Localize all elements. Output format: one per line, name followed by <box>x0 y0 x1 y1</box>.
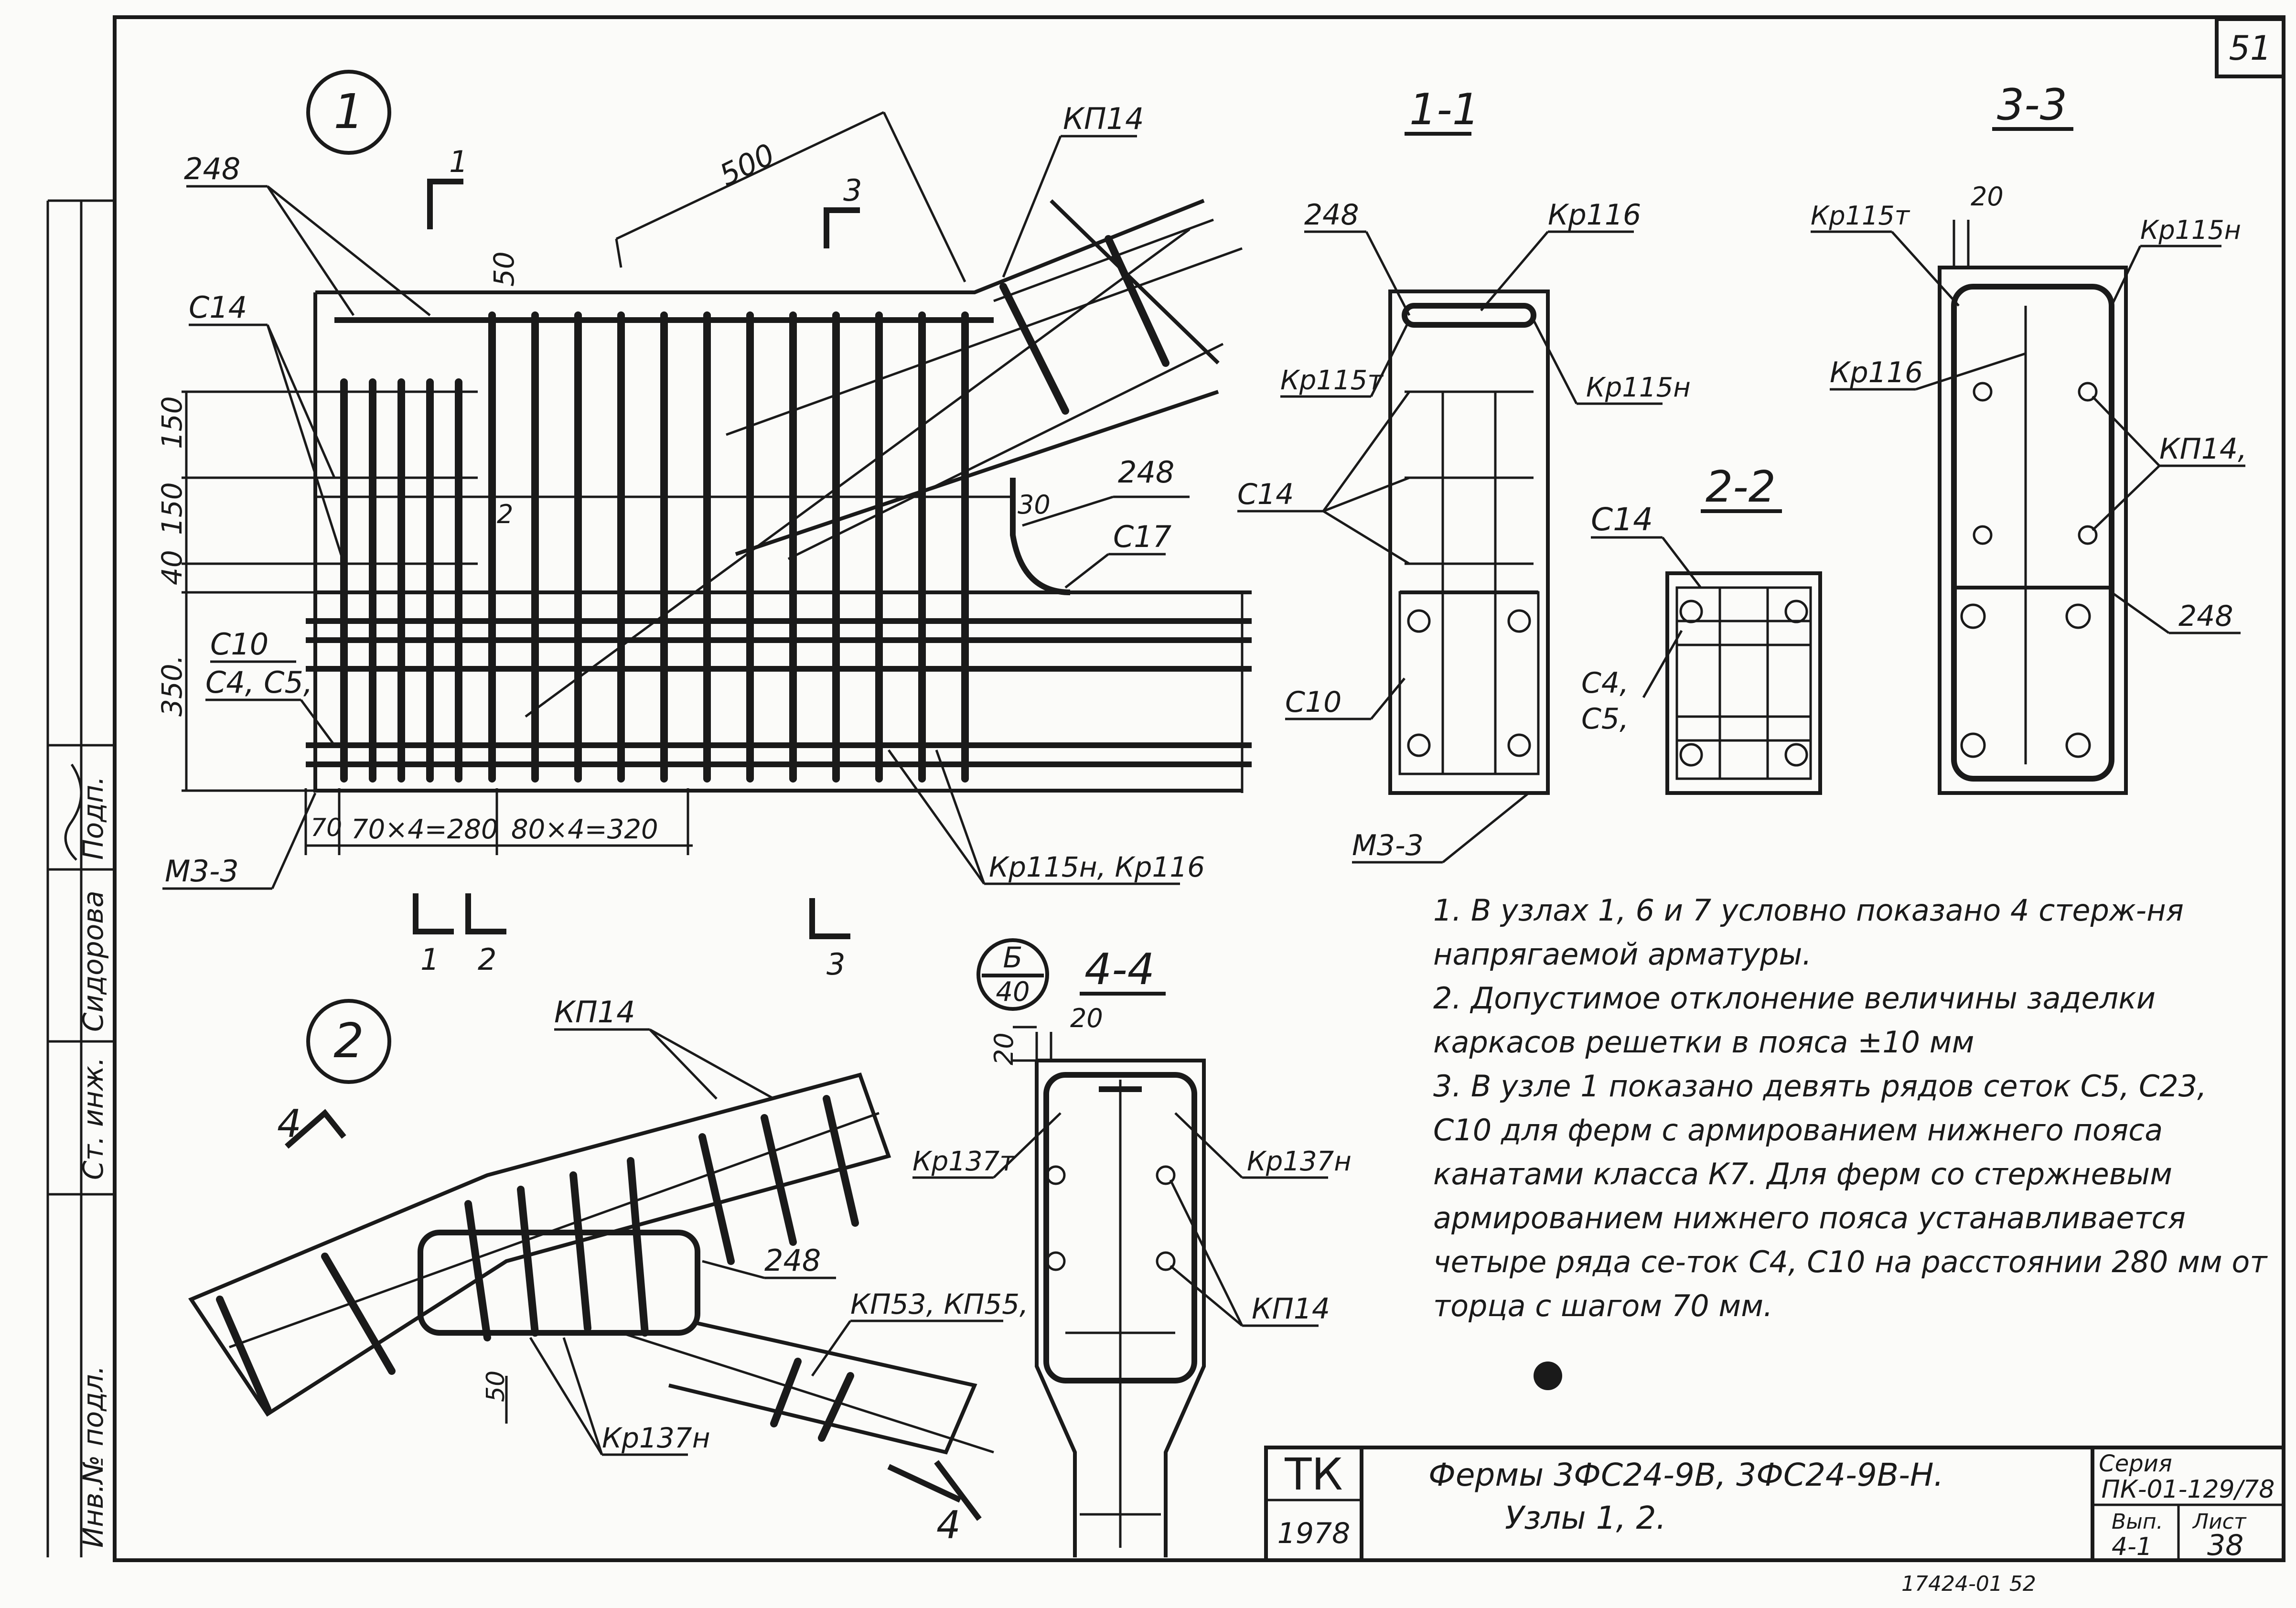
stamp-name: Сидорова <box>77 890 109 1032</box>
tb-year: 1978 <box>1277 1517 1351 1550</box>
s11-label-c14: С14 <box>1237 478 1294 511</box>
label-kr115-kr116: Кр115н, Кр116 <box>989 851 1205 883</box>
s11-label-c10: С10 <box>1285 686 1341 719</box>
tb-title-2: Узлы 1, 2. <box>1505 1500 1666 1536</box>
node2-label-kp14: КП14 <box>554 995 635 1029</box>
s44-label-kr137n: Кр137н <box>1247 1146 1352 1177</box>
tb-title-1: Фермы 3ФС24-9В, 3ФС24-9В-Н. <box>1428 1457 1944 1493</box>
label-m3-3-node1: М3-3 <box>165 854 239 889</box>
s11-label-m3-3: М3-3 <box>1352 829 1424 862</box>
tb-series-label: Серия <box>2099 1450 2172 1477</box>
left-stamp-strip: Инв.№ подл. Ст. инж. Сидорова Подп. <box>46 199 115 1557</box>
s22-label-c14: С14 <box>1591 501 1653 538</box>
label-c14-node1: С14 <box>189 290 247 325</box>
cut-1-top: 1 <box>449 144 468 179</box>
section-1-1: 1-1 248 Кр116 Кр115т Кр115н С14 С10 <box>1237 85 1691 864</box>
cut-3-top: 3 <box>843 173 862 208</box>
node-2-view: 2 4 4 КП14 248 КП53, КП55, Кр <box>188 995 1029 1547</box>
tb-series-value: ПК-01-129/78 <box>2102 1475 2275 1504</box>
section-3-3: 3-3 20 Кр115т Кр115н Кр116 КП14, 248 <box>1811 80 2247 795</box>
s44-dim-20-h: 20 <box>1070 1003 1103 1033</box>
cut-3-bottom: 3 <box>826 947 845 982</box>
s33-dim-20: 20 <box>1971 182 2004 212</box>
note-1: 1. В узлах 1, 6 и 7 условно показано 4 с… <box>1433 893 2184 972</box>
tb-issue-value: 4-1 <box>2112 1533 2152 1561</box>
s33-label-kr115t: Кр115т <box>1811 201 1910 231</box>
s11-label-248: 248 <box>1304 198 1359 232</box>
title-block: ТК 1978 Фермы 3ФС24-9В, 3ФС24-9В-Н. Узлы… <box>1264 1446 2285 1562</box>
tb-sheet-label: Лист <box>2192 1510 2247 1534</box>
s33-label-kp14: КП14, <box>2159 432 2247 466</box>
section-2-2: 2-2 С14 С4, С5, <box>1581 462 1822 795</box>
section-4-4-title: 4-4 <box>1084 944 1155 995</box>
s44-label-kp14: КП14 <box>1252 1292 1330 1326</box>
node-2-chord <box>188 1072 891 1417</box>
cut-4-top: 4 <box>277 1102 301 1146</box>
dim-70: 70 <box>311 814 342 842</box>
stamp-inv: Инв.№ подл. <box>77 1365 109 1548</box>
dim-320: 80×4=320 <box>511 814 658 845</box>
dim-50: 50 <box>488 251 520 287</box>
s33-label-kr115n: Кр115н <box>2140 215 2241 245</box>
note-2: 2. Допустимое отклонение величины заделк… <box>1433 981 2156 1060</box>
ink-dot <box>1534 1361 1562 1390</box>
node2-label-kp53-kp55: КП53, КП55, <box>850 1288 1029 1320</box>
page-number-box <box>2215 17 2285 78</box>
dim-150b: 150 <box>156 482 188 535</box>
signature-mark <box>64 763 83 861</box>
notes-block: 1. В узлах 1, 6 и 7 условно показано 4 с… <box>1433 889 2274 1328</box>
node-1-diagonal <box>735 199 1220 556</box>
dim-150a: 150 <box>156 396 188 449</box>
s11-label-kr115t: Кр115т <box>1280 365 1384 396</box>
label-c4-c5-node1: С4, С5, <box>205 665 313 700</box>
cut-1-bottom: 1 <box>420 942 439 977</box>
s33-label-248: 248 <box>2178 600 2233 633</box>
tb-org: ТК <box>1284 1449 1343 1500</box>
note-3: 3. В узле 1 показано девять рядов сеток … <box>1433 1069 2267 1323</box>
label-c10-node1: С10 <box>210 627 268 662</box>
node-2-circle <box>306 999 391 1084</box>
section-3-3-title: 3-3 <box>1997 80 2067 130</box>
sheet-frame <box>113 15 2285 1562</box>
dim-500: 500 <box>714 137 780 193</box>
s33-label-kr116: Кр116 <box>1830 356 1923 389</box>
stamp-sign: Подп. <box>77 776 109 860</box>
node2-label-248: 248 <box>764 1243 821 1278</box>
section-4-4: Б 40 4-4 20 20 Кр137т Кр137н КП14 <box>912 938 1352 1557</box>
callout-circle-b40 <box>976 938 1049 1011</box>
s11-label-kr115n: Кр115н <box>1586 372 1691 403</box>
s22-label-c5: С5, <box>1581 702 1629 736</box>
section-2-2-title: 2-2 <box>1706 462 1776 512</box>
dim-350: 350. <box>156 655 188 717</box>
dim-30: 30 <box>1018 490 1051 520</box>
dim-40: 40 <box>156 550 188 585</box>
label-248-node1: 248 <box>1118 455 1174 490</box>
label-c17: С17 <box>1113 519 1171 554</box>
node2-label-kr137: Кр137н <box>602 1422 710 1454</box>
dim-2: 2 <box>497 499 513 529</box>
label-kp14-node1: КП14 <box>1063 101 1144 136</box>
callout-bottom: 40 <box>996 976 1030 1008</box>
node-2-number: 2 <box>333 1013 364 1069</box>
footer-code: 17424-01 52 <box>1901 1572 2036 1596</box>
cut-2-bottom: 2 <box>478 942 496 977</box>
node-1-stirrups <box>340 311 969 783</box>
tb-issue-label: Вып. <box>2112 1510 2163 1534</box>
section-1-1-title: 1-1 <box>1409 85 1480 135</box>
stamp-role: Ст. инж. <box>77 1057 109 1180</box>
node-1-number: 1 <box>333 84 364 139</box>
dim-280: 70×4=280 <box>351 814 498 845</box>
tb-sheet-value: 38 <box>2207 1529 2243 1562</box>
page-number: 51 <box>2229 29 2271 68</box>
label-248-top: 248 <box>184 151 240 186</box>
s11-label-kr116: Кр116 <box>1548 198 1641 232</box>
callout-top: Б <box>1003 941 1022 975</box>
node-1-circle <box>306 70 391 155</box>
s22-label-c4: С4, <box>1581 666 1629 700</box>
cut-4-bottom: 4 <box>936 1503 961 1547</box>
node-1-view: 1 <box>156 70 1252 982</box>
section-4-4-outline <box>1035 1059 1206 1557</box>
